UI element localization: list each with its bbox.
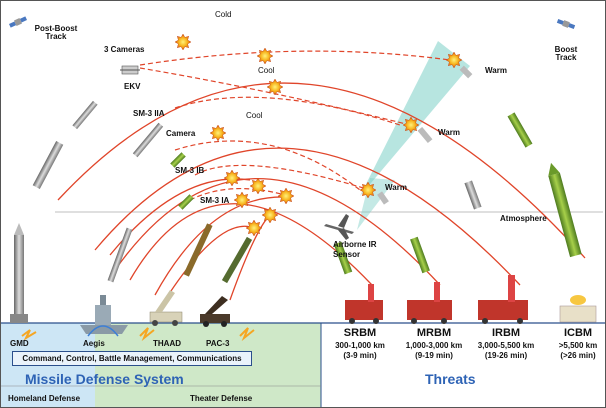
sensor-beam-upper: [360, 41, 470, 196]
threat-name-irbm: IRBM: [491, 327, 521, 339]
intercept-burst-icon: [249, 177, 267, 195]
mrbm-launcher-icon: [407, 282, 452, 324]
mrbm-missile-icon: [410, 236, 430, 274]
thaad-missile-icon: [183, 223, 213, 277]
threat-range-icbm: >5,500 km: [558, 341, 598, 350]
intercept-path-b: [154, 196, 286, 296]
comm-spark-icons: [21, 327, 255, 342]
theater-defense-label: Theater Defense: [190, 394, 253, 403]
warm-label-3: Warm: [385, 183, 407, 192]
aegis-label: Aegis: [83, 339, 105, 348]
threats-title: Threats: [425, 371, 476, 387]
cold-label: Cold: [215, 10, 232, 19]
sm3-iia-missile-icon: [132, 122, 164, 158]
intercept-burst-icon: [277, 187, 295, 205]
intercept-burst-icon: [402, 116, 420, 134]
intercept-burst-icon: [233, 191, 251, 209]
warhead-icon: [417, 126, 433, 144]
threat-time-srbm: (3-9 min): [343, 351, 377, 360]
atmosphere-label: Atmosphere: [500, 214, 547, 223]
sm3-iia-label: SM-3 IIA: [133, 109, 165, 118]
intercept-burst-icon: [174, 33, 192, 51]
pac3-missile-icon: [221, 236, 253, 284]
warm-label-1: Warm: [485, 66, 507, 75]
threat-range-srbm: 300-1,000 km: [335, 341, 385, 350]
airborne-ir-sensor-label: Airborne IR Sensor: [333, 240, 377, 259]
thaad-label: THAAD: [153, 339, 181, 348]
sm3-ib-label: SM-3 IB: [175, 166, 205, 175]
intercept-path-a: [109, 178, 251, 256]
satellite-icon: [8, 16, 28, 28]
threat-time-mrbm: (9-19 min): [415, 351, 453, 360]
gmd-booster-stage-icon: [72, 100, 98, 130]
threat-time-irbm: (19-26 min): [484, 351, 528, 360]
pac3-launcher-icon: [200, 296, 230, 327]
gmd-label: GMD: [10, 339, 29, 348]
sm3-ib-missile-icon: [170, 152, 186, 168]
icbm-missile-icon: [548, 162, 582, 258]
radar-arc-icons: [87, 325, 119, 337]
intercept-burst-icon: [256, 47, 274, 65]
boost-track-label: Boost Track: [554, 45, 578, 62]
intercept-burst-icon: [261, 206, 279, 224]
dashed-tracks: [139, 50, 451, 201]
intercept-burst-icon: [266, 78, 284, 96]
missile-defense-system-title: Missile Defense System: [25, 371, 184, 387]
gmd-booster-stage-icon: [32, 141, 64, 189]
threat-name-mrbm: MRBM: [416, 327, 452, 339]
intercept-burst-icon: [245, 219, 263, 237]
cool-lower-label: Cool: [246, 111, 263, 120]
intercept-burst-icon: [223, 169, 241, 187]
post-boost-track-label: Post-Boost Track: [34, 24, 78, 41]
warm-label-2: Warm: [438, 128, 460, 137]
trajectory-mrbm: [114, 178, 441, 286]
aegis-missile-icon: [107, 227, 133, 283]
three-cameras-label: 3 Cameras: [104, 45, 145, 54]
warhead-icon: [459, 65, 473, 79]
thaad-launcher-icon: [149, 290, 183, 326]
trajectory-icbm: [57, 82, 586, 259]
intercept-burst-icon: [445, 51, 463, 69]
threat-time-icbm: (>26 min): [560, 351, 596, 360]
irbm-launcher-icon: [478, 275, 528, 324]
srbm-launcher-icon: [345, 284, 383, 324]
intercept-burst-icon: [359, 181, 377, 199]
sensor-beam-lower: [357, 178, 395, 230]
pac3-label: PAC-3: [206, 339, 230, 348]
ekv-label: EKV: [124, 82, 141, 91]
intercept-path-c: [164, 225, 255, 301]
intercept-bursts: [174, 33, 463, 237]
gmd-interceptor-icon: [10, 223, 28, 323]
intercept-burst-icon: [209, 124, 227, 142]
srbm-missile-icon: [333, 241, 353, 275]
homeland-defense-label: Homeland Defense: [8, 394, 81, 403]
threat-name-icbm: ICBM: [563, 327, 593, 339]
sm3-ia-missile-icon: [178, 194, 194, 210]
sm3-ia-label: SM-3 IA: [200, 196, 230, 205]
trajectory-srbm: [129, 203, 373, 286]
c2-banner: Command, Control, Battle Management, Com…: [12, 351, 252, 366]
camera-label: Camera: [166, 129, 196, 138]
threat-range-irbm: 3,000-5,500 km: [477, 341, 535, 350]
warhead-icon: [377, 191, 389, 205]
aegis-ship-icon: [80, 295, 128, 334]
trajectory-irbm: [94, 147, 521, 286]
icbm-upper-stage-icon: [507, 112, 533, 148]
airborne-ir-sensor-icon: [324, 214, 354, 240]
cool-upper-label: Cool: [258, 66, 275, 75]
satellite-icon: [556, 19, 576, 29]
irbm-missile-icon: [464, 180, 482, 210]
icbm-silo-icon: [559, 295, 597, 323]
ekv-icon: [120, 65, 140, 75]
threat-range-mrbm: 1,000-3,000 km: [405, 341, 463, 350]
threat-name-srbm: SRBM: [343, 327, 377, 339]
